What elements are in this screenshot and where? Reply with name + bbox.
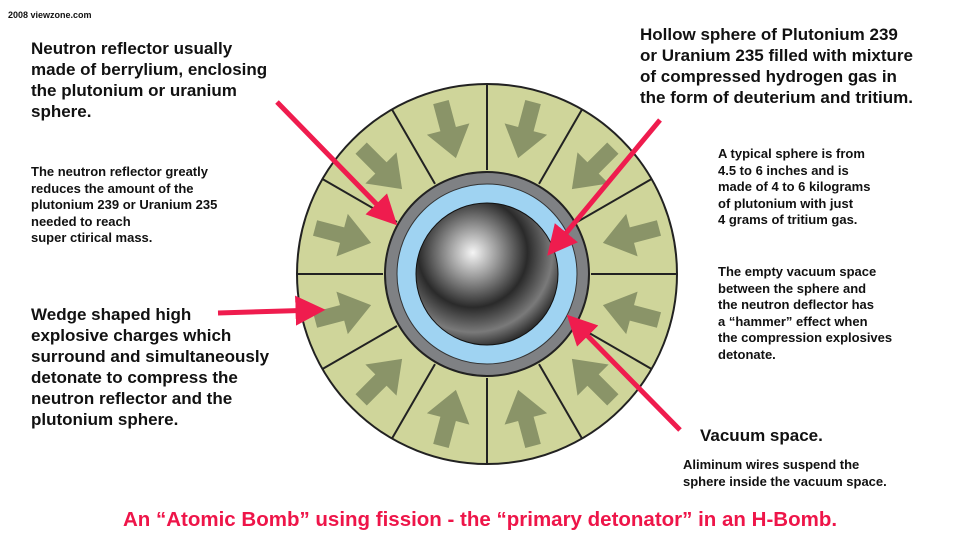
sphere-note: Hollow sphere of Plutonium 239 or Uraniu…: [640, 24, 913, 108]
wedge-divider: [576, 178, 653, 223]
inward-arrow-icon: [313, 213, 372, 257]
text-line: sphere.: [31, 102, 92, 121]
text-line: detonate.: [718, 346, 776, 362]
text-line: sphere inside the vacuum space.: [683, 473, 887, 489]
inward-arrow-icon: [313, 291, 372, 335]
inward-arrow-icon: [355, 142, 403, 190]
text-line: A typical sphere is from: [718, 146, 865, 161]
reflector-detail: The neutron reflector greatly reduces th…: [31, 164, 217, 247]
text-line: made of berrylium, enclosing: [31, 60, 268, 79]
inward-arrow-icon: [602, 291, 661, 335]
inward-arrow-icon: [426, 389, 470, 448]
text-line: The neutron reflector greatly: [31, 164, 208, 179]
text-line: explosive charges which: [31, 326, 232, 345]
wires-note: Aliminum wires suspend the sphere inside…: [683, 457, 887, 490]
text-line: the compression explosives: [718, 330, 893, 345]
text-line: Wedge shaped high: [31, 305, 192, 324]
wedge-divider: [538, 108, 583, 185]
text-line: reduces the amount of the: [31, 180, 194, 196]
inward-arrow-icon: [571, 142, 619, 190]
wedge-pointer-arrow: [217, 295, 326, 326]
copyright-notice: 2008 viewzone.com: [8, 10, 92, 20]
text-line: or Uranium 235 filled with mixture: [640, 46, 914, 65]
text-line: between the sphere and: [718, 280, 867, 296]
inward-arrow-icon: [504, 389, 548, 448]
inward-arrow-icon: [602, 213, 661, 257]
inward-arrow-icon: [355, 358, 403, 406]
vacuum-space-label: Vacuum space.: [700, 426, 823, 445]
text-line: a “hammer” effect when: [718, 313, 868, 329]
wedge-note: Wedge shaped high explosive charges whic…: [31, 304, 269, 430]
inward-arrow-icon: [426, 100, 470, 159]
sphere-pointer-arrow: [547, 118, 662, 256]
text-line: Neutron reflector usually: [31, 39, 233, 58]
pointer-arrows: [217, 100, 682, 432]
reflector-pointer-arrow: [275, 100, 398, 226]
vacuum-pointer-arrow: [566, 314, 682, 432]
text-line: needed to reach: [31, 213, 131, 229]
text-line: super ctirical mass.: [31, 230, 153, 245]
text-line: 4.5 to 6 inches and is: [718, 162, 849, 178]
text-line: surround and simultaneously: [31, 347, 270, 366]
text-line: of plutonium with just: [718, 195, 854, 211]
wedge-divider: [391, 363, 436, 440]
text-line: Aliminum wires suspend the: [683, 457, 860, 472]
text-line: The empty vacuum space: [718, 264, 877, 279]
wedge-divider: [538, 363, 583, 440]
wedge-divider: [391, 108, 436, 185]
text-line: detonate to compress the: [31, 368, 238, 387]
text-line: made of 4 to 6 kilograms: [718, 179, 871, 194]
text-line: 4 grams of tritium gas.: [718, 212, 858, 227]
text-line: of compressed hydrogen gas in: [640, 67, 897, 86]
inward-arrow-icon: [571, 358, 619, 406]
text-line: plutonium 239 or Uranium 235: [31, 197, 218, 212]
vacuum-detail: The empty vacuum space between the spher…: [718, 264, 892, 363]
inward-arrow-icon: [504, 100, 548, 159]
plutonium-sphere: [415, 202, 559, 346]
text-line: the neutron deflector has: [718, 297, 875, 312]
text-line: the form of deuterium and tritium.: [640, 88, 913, 107]
text-line: Hollow sphere of Plutonium 239: [640, 25, 898, 44]
text-line: neutron reflector and the: [31, 389, 233, 408]
text-line: the plutonium or uranium: [31, 81, 237, 100]
wedge-divider: [321, 325, 398, 370]
caption: An “Atomic Bomb” using fission - the “pr…: [122, 508, 838, 531]
reflector-note: Neutron reflector usually made of berryl…: [31, 38, 267, 122]
sphere-detail: A typical sphere is from 4.5 to 6 inches…: [718, 146, 870, 229]
text-line: plutonium sphere.: [31, 410, 179, 429]
